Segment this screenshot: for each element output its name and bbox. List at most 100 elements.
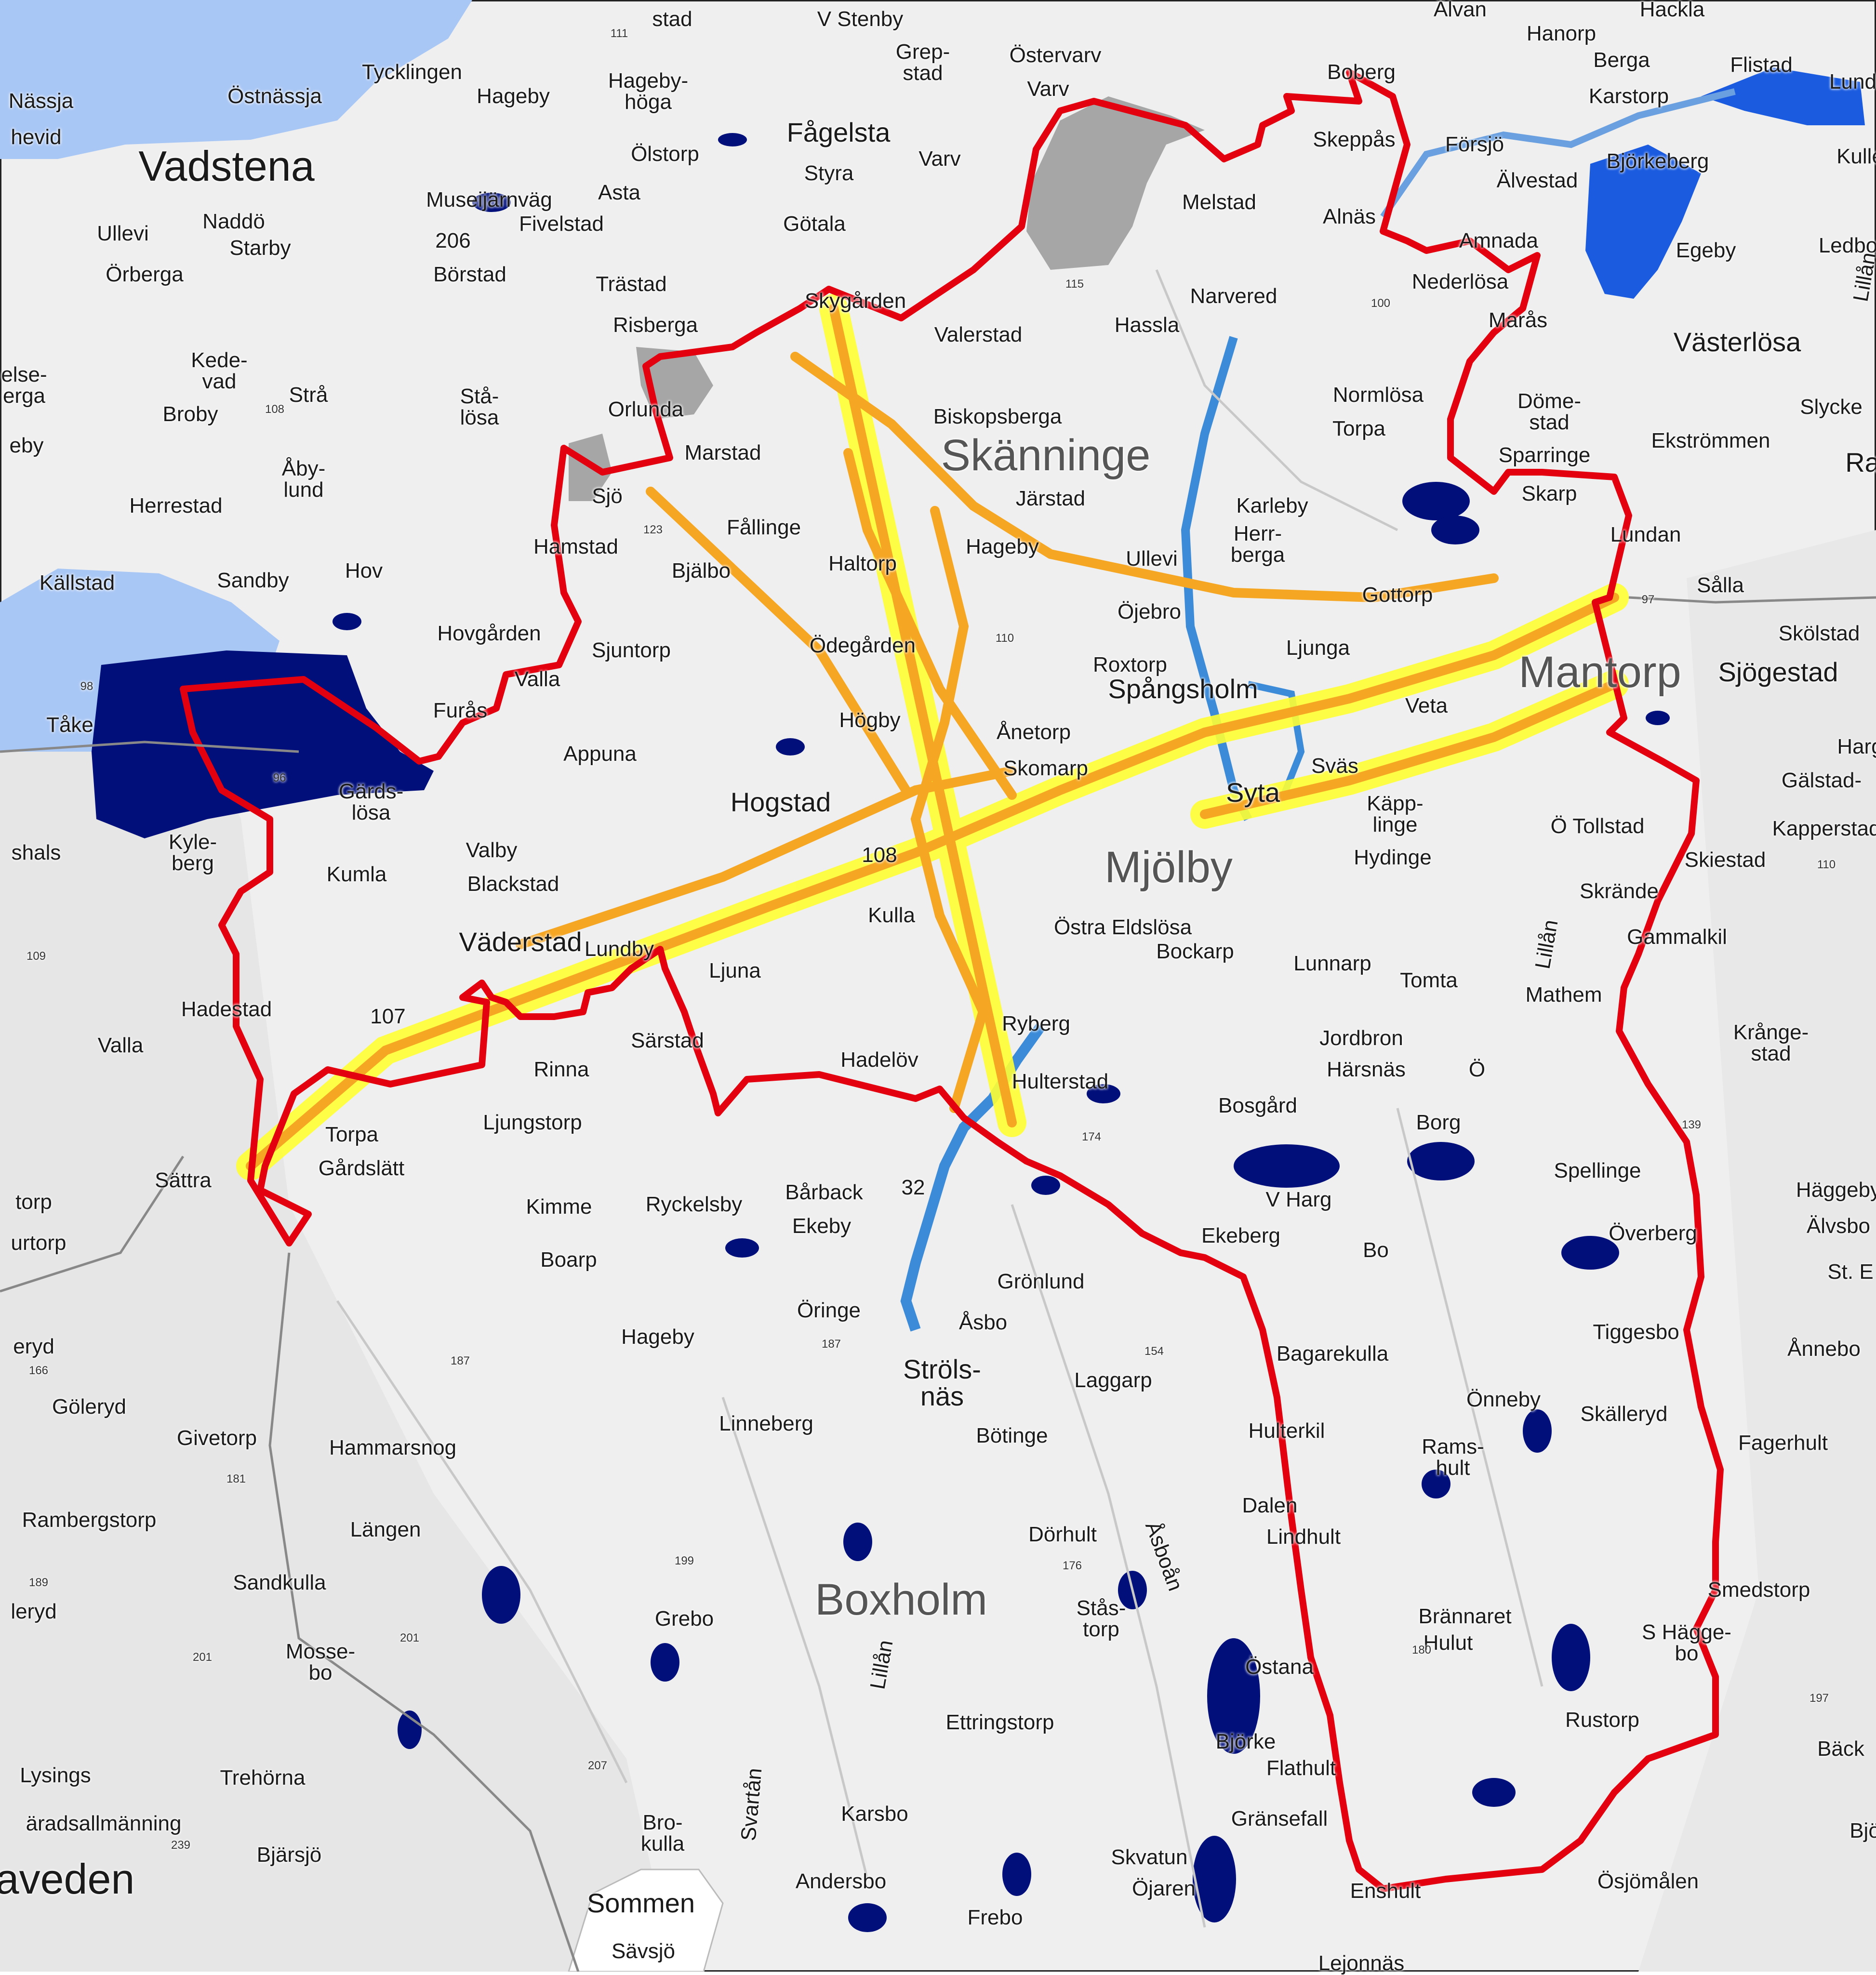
label-varv: Varv — [1027, 77, 1069, 101]
label-rinna: Rinna — [533, 1058, 589, 1081]
lake-vattern — [0, 0, 472, 159]
label-harg: Harg — [1837, 735, 1876, 758]
label-ostnassja: Östnässja — [227, 84, 322, 108]
small-lakes — [333, 133, 1670, 1932]
label-back: Bäck — [1817, 1737, 1864, 1761]
label-furas: Furås — [433, 699, 488, 722]
road-number: 110 — [995, 632, 1014, 645]
road-number: 98 — [80, 680, 93, 693]
label-flathult: Flathult — [1266, 1756, 1336, 1780]
label-hulterkil: Hulterkil — [1248, 1419, 1325, 1443]
label-sthaggebo: S Hägge- bo — [1642, 1620, 1731, 1665]
label-laggarp: Laggarp — [1074, 1368, 1152, 1392]
label-forsjo: Försjö — [1445, 133, 1504, 156]
label-brannaret: Brännaret — [1418, 1604, 1512, 1628]
label-rambergstorp: Rambergstorp — [22, 1508, 157, 1532]
label-bjorke: Björke — [1215, 1730, 1276, 1753]
label-kallstad: Källstad — [39, 571, 115, 595]
label-sjo: Sjö — [592, 484, 623, 508]
label-ledbo: Ledbo — [1818, 234, 1876, 257]
label-ryberg: Ryberg — [1002, 1012, 1070, 1035]
lake-top-right — [1585, 145, 1701, 299]
label-mossebo: Mosse- bo — [285, 1640, 356, 1684]
label-fagelsta: Fågelsta — [786, 117, 891, 147]
label-spangsholm: Spångsholm — [1108, 674, 1258, 704]
label-hogstad: Hogstad — [730, 787, 831, 817]
label-lundan: Lundan — [1610, 523, 1681, 546]
label-urtorp: urtorp — [11, 1231, 67, 1255]
label-boxholm: Boxholm — [815, 1575, 987, 1624]
label-lunnarp: Lunnarp — [1293, 952, 1371, 975]
label-trehorna: Trehörna — [220, 1766, 306, 1789]
label-karstorp: Karstorp — [1588, 84, 1669, 108]
label-bosgard: Bosgård — [1218, 1094, 1297, 1117]
county-line-1 — [0, 741, 299, 753]
label-st-e: St. E — [1827, 1260, 1874, 1284]
label-biskopsberga: Biskopsberga — [933, 405, 1062, 428]
label-jarstad: Järstad — [1015, 487, 1086, 510]
label-fallinge: Fållinge — [726, 516, 801, 539]
label-valla2: Valla — [97, 1034, 144, 1057]
label-grepstad: Grep- stad — [895, 40, 950, 85]
label-sjuntorp: Sjuntorp — [592, 638, 671, 662]
label-hageby2: Hageby — [966, 535, 1039, 558]
road-number: 201 — [399, 1631, 420, 1644]
label-num108: 108 — [862, 843, 897, 867]
label-overberg: Överberg — [1609, 1221, 1697, 1245]
label-skolstad: Skölstad — [1778, 622, 1860, 645]
label-trastad: Trästad — [596, 272, 667, 296]
label-kulla: Kulla — [868, 903, 915, 927]
label-marstad: Marstad — [684, 441, 761, 464]
label-hackla: Hackla — [1639, 0, 1705, 21]
label-hadelov: Hadelöv — [840, 1048, 918, 1072]
label-valerstad: Valerstad — [934, 323, 1023, 346]
label-fagerhult: Fagerhult — [1738, 1431, 1828, 1455]
label-oringe: Öringe — [797, 1299, 861, 1322]
label-alvsbo: Älvsbo — [1806, 1214, 1871, 1238]
label-gardslosa: Gärds- lösa — [338, 780, 404, 824]
label-savsjo: Sävsjö — [611, 1939, 676, 1963]
label-tomta: Tomta — [1400, 968, 1458, 992]
label-dalen: Dalen — [1242, 1494, 1298, 1517]
label-ettringstorp: Ettringstorp — [945, 1710, 1054, 1734]
label-grebo: Grebo — [654, 1607, 714, 1630]
label-skepperas: Skeppås — [1313, 128, 1396, 151]
label-skvatun: Skvatun — [1111, 1845, 1188, 1869]
label-bockarp: Bockarp — [1156, 940, 1234, 963]
label-vaderstad: Väderstad — [459, 927, 582, 957]
label-blackstad: Blackstad — [467, 872, 559, 896]
label-haggeby: Häggeby — [1796, 1178, 1876, 1202]
road-number: 97 — [1641, 593, 1655, 606]
label-haltorp: Haltorp — [828, 552, 897, 575]
terrain-east — [1638, 530, 1876, 1972]
label-lysings: Lysings — [20, 1763, 91, 1787]
label-varv2: Varv — [918, 147, 961, 171]
label-roxtorp: Roxtorp — [1092, 653, 1168, 676]
label-hydinge: Hydinge — [1354, 846, 1432, 869]
label-appuna: Appuna — [563, 742, 637, 766]
label-ljungstorp: Ljungstorp — [483, 1111, 582, 1134]
label-takern: Tåke — [46, 713, 93, 737]
label-hov: Hov — [345, 559, 383, 583]
label-vasterlosa: Västerlösa — [1673, 327, 1801, 357]
label-skiestad: Skiestad — [1684, 848, 1766, 872]
label-hageby-hoga: Hageby- höga — [608, 69, 689, 114]
label-hulterstad: Hulterstad — [1011, 1070, 1109, 1093]
label-hadestad: Hadestad — [181, 997, 272, 1021]
label-hassla: Hassla — [1114, 313, 1180, 337]
road-number: 154 — [1144, 1345, 1164, 1358]
label-mantorp: Mantorp — [1518, 648, 1681, 697]
label-num32: 32 — [901, 1176, 925, 1199]
label-gotala: Götala — [783, 212, 846, 236]
label-sandkulla: Sandkulla — [233, 1571, 326, 1594]
label-risberga: Risberga — [612, 313, 698, 337]
label-asta: Asta — [598, 181, 641, 204]
road-number: 187 — [821, 1338, 841, 1351]
label-naddo: Naddö — [202, 210, 265, 233]
road-number: 139 — [1681, 1118, 1702, 1131]
label-alnas: Alnäs — [1322, 205, 1376, 228]
label-gardslatt: Gårdslätt — [318, 1156, 405, 1180]
label-valla: Valla — [514, 667, 560, 691]
label-kapperstad: Kapperstad — [1772, 817, 1876, 840]
